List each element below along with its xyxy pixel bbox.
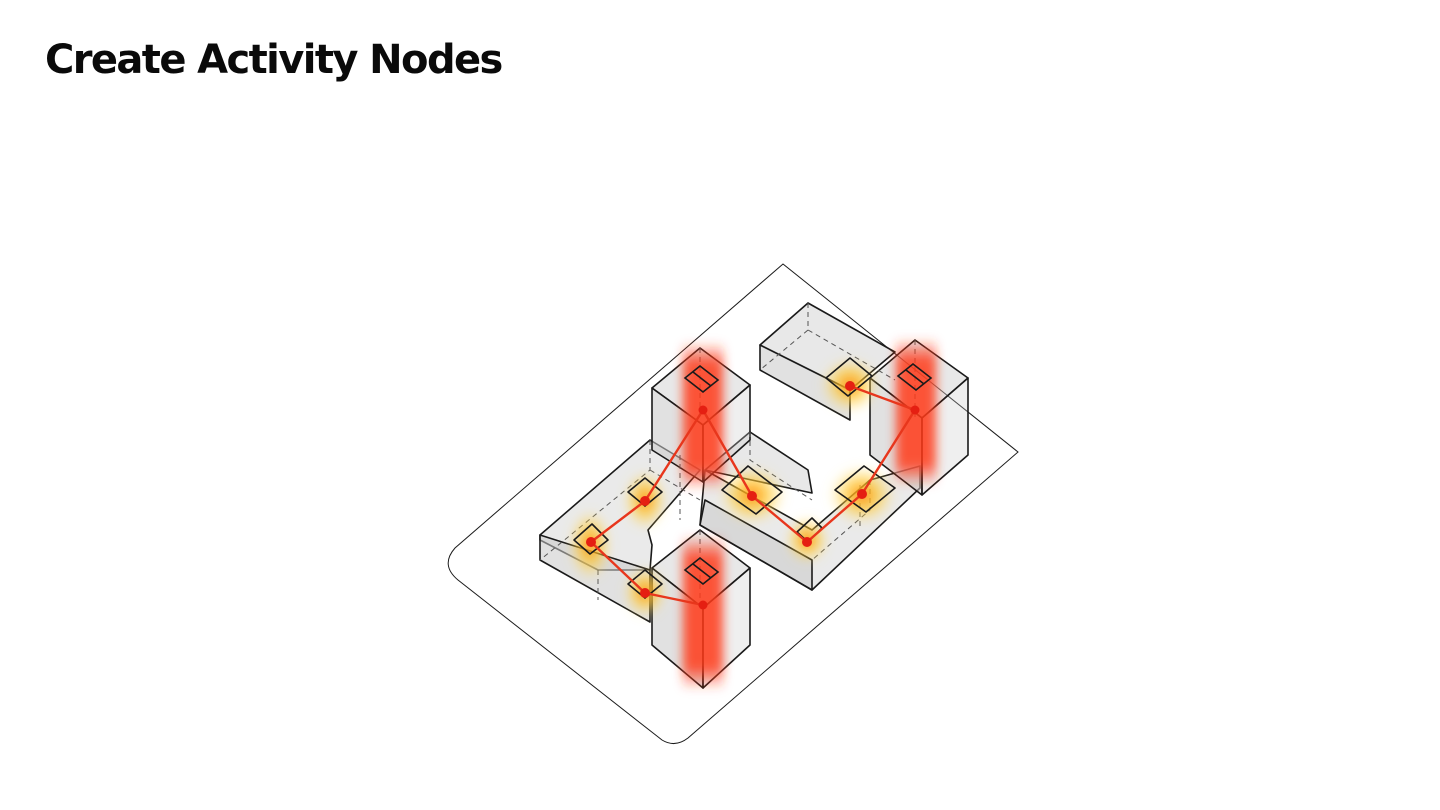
activity-node (802, 537, 812, 547)
circulation-cores (683, 338, 936, 690)
room-e (834, 465, 896, 513)
activity-node (640, 588, 650, 598)
activity-node (698, 405, 708, 415)
core-glyphs (683, 362, 933, 586)
activity-node (910, 405, 920, 415)
activity-path (589, 384, 917, 607)
activity-nodes (586, 381, 920, 610)
activity-node (640, 496, 650, 506)
activity-node (747, 491, 757, 501)
slide-title: Create Activity Nodes (45, 37, 503, 83)
activity-node (586, 537, 596, 547)
room-w3 (627, 569, 663, 599)
site-boundary (447, 263, 1019, 744)
activity-node (845, 381, 855, 391)
activity-node (857, 489, 867, 499)
activity-node (698, 600, 708, 610)
core-s (683, 535, 723, 690)
room-w1 (627, 477, 663, 507)
room-ne (825, 357, 873, 397)
core-nw (683, 342, 723, 490)
room-w2 (573, 523, 609, 555)
